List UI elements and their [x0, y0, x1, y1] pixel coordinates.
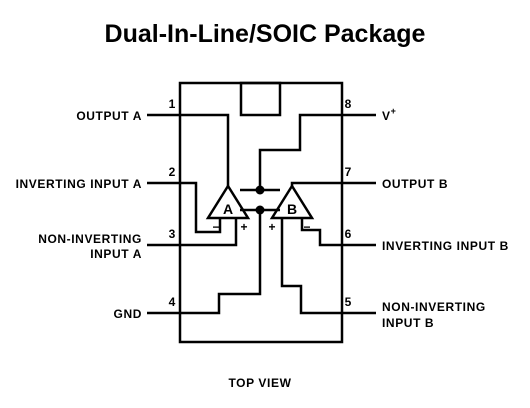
junction-dot-gnd — [255, 205, 265, 215]
pin-8-number: 8 — [345, 97, 352, 111]
pin-8-label-main: V — [382, 109, 391, 123]
amplifier-a-minus-sign: − — [212, 220, 219, 234]
wire-noninverting-a — [180, 218, 238, 247]
view-label: TOP VIEW — [228, 376, 291, 390]
pin-3-label-line2: INPUT A — [90, 247, 142, 261]
pin-8-label: V+ — [382, 106, 396, 123]
pin-4-number: 4 — [169, 295, 176, 309]
pin-8-label-superscript: + — [391, 106, 397, 116]
wire-inverting-a — [180, 181, 222, 234]
pin-1-label: OUTPUT A — [76, 109, 142, 123]
wire-vplus — [258, 113, 342, 190]
amplifier-b-label: B — [287, 201, 297, 217]
wire-output-a — [180, 113, 230, 186]
wire-inverting-b — [300, 218, 342, 247]
pin-7-number: 7 — [345, 165, 352, 179]
pin-7-label: OUTPUT B — [382, 177, 448, 191]
pin-4-label: GND — [114, 307, 142, 321]
pin-3-number: 3 — [169, 227, 176, 241]
wire-gnd — [180, 210, 262, 315]
package-notch — [239, 81, 282, 117]
pin-5-label-line2: INPUT B — [382, 316, 434, 330]
amplifier-b-plus-sign: + — [268, 220, 275, 234]
amplifier-b-minus-sign: − — [303, 220, 310, 234]
pin-3-label-line1: NON-INVERTING — [38, 232, 142, 246]
pin-5-number: 5 — [345, 295, 352, 309]
amplifier-b-symbol — [269, 183, 315, 220]
pin-2-label: INVERTING INPUT A — [16, 177, 142, 191]
pin-6-label: INVERTING INPUT B — [382, 239, 509, 253]
amplifier-a-symbol — [205, 183, 251, 220]
wire-output-b — [290, 181, 342, 186]
amplifier-a-label: A — [223, 201, 233, 217]
pin-2-number: 2 — [169, 165, 176, 179]
pin-6-number: 6 — [345, 227, 352, 241]
diagram-title: Dual-In-Line/SOIC Package — [104, 20, 426, 48]
wire-noninverting-b — [280, 218, 342, 315]
junction-dot-vplus — [255, 185, 265, 195]
pin-1-number: 1 — [169, 97, 176, 111]
amplifier-a-plus-sign: + — [240, 220, 247, 234]
pin-5-label-line1: NON-INVERTING — [382, 300, 486, 314]
